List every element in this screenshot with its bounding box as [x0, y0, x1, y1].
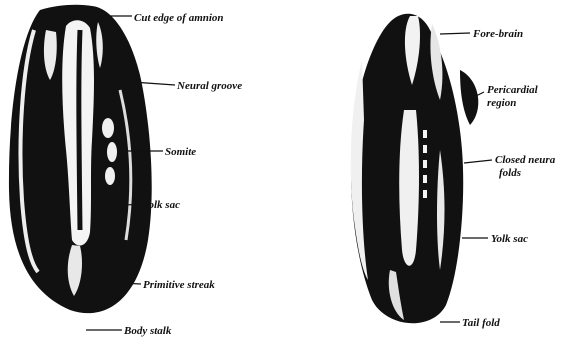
label-pericardial: Pericardial — [487, 84, 539, 96]
label-cut-edge-of-amnion: Cut edge of amnion — [134, 12, 224, 24]
label-yolk-sac-right: Yolk sac — [491, 233, 528, 245]
left-embryo — [9, 5, 152, 313]
label-fore-brain: Fore-brain — [472, 28, 523, 40]
label-closed-neural: Closed neura — [495, 154, 556, 166]
right-neural-folds — [399, 110, 419, 266]
right-pericardial-bulge — [460, 70, 478, 125]
label-folds: folds — [499, 167, 521, 179]
label-body-stalk: Body stalk — [123, 325, 172, 337]
left-neural-groove-line — [79, 30, 80, 230]
label-region: region — [487, 97, 516, 109]
right-labels: Fore-brain Pericardial region Closed neu… — [462, 28, 556, 329]
label-primitive-streak: Primitive streak — [143, 279, 215, 291]
label-tail-fold: Tail fold — [462, 317, 500, 329]
label-yolk-sac-left: Yolk sac — [143, 199, 180, 211]
label-somite: Somite — [165, 146, 196, 158]
right-embryo — [351, 14, 479, 323]
label-neural-groove: Neural groove — [176, 80, 242, 92]
